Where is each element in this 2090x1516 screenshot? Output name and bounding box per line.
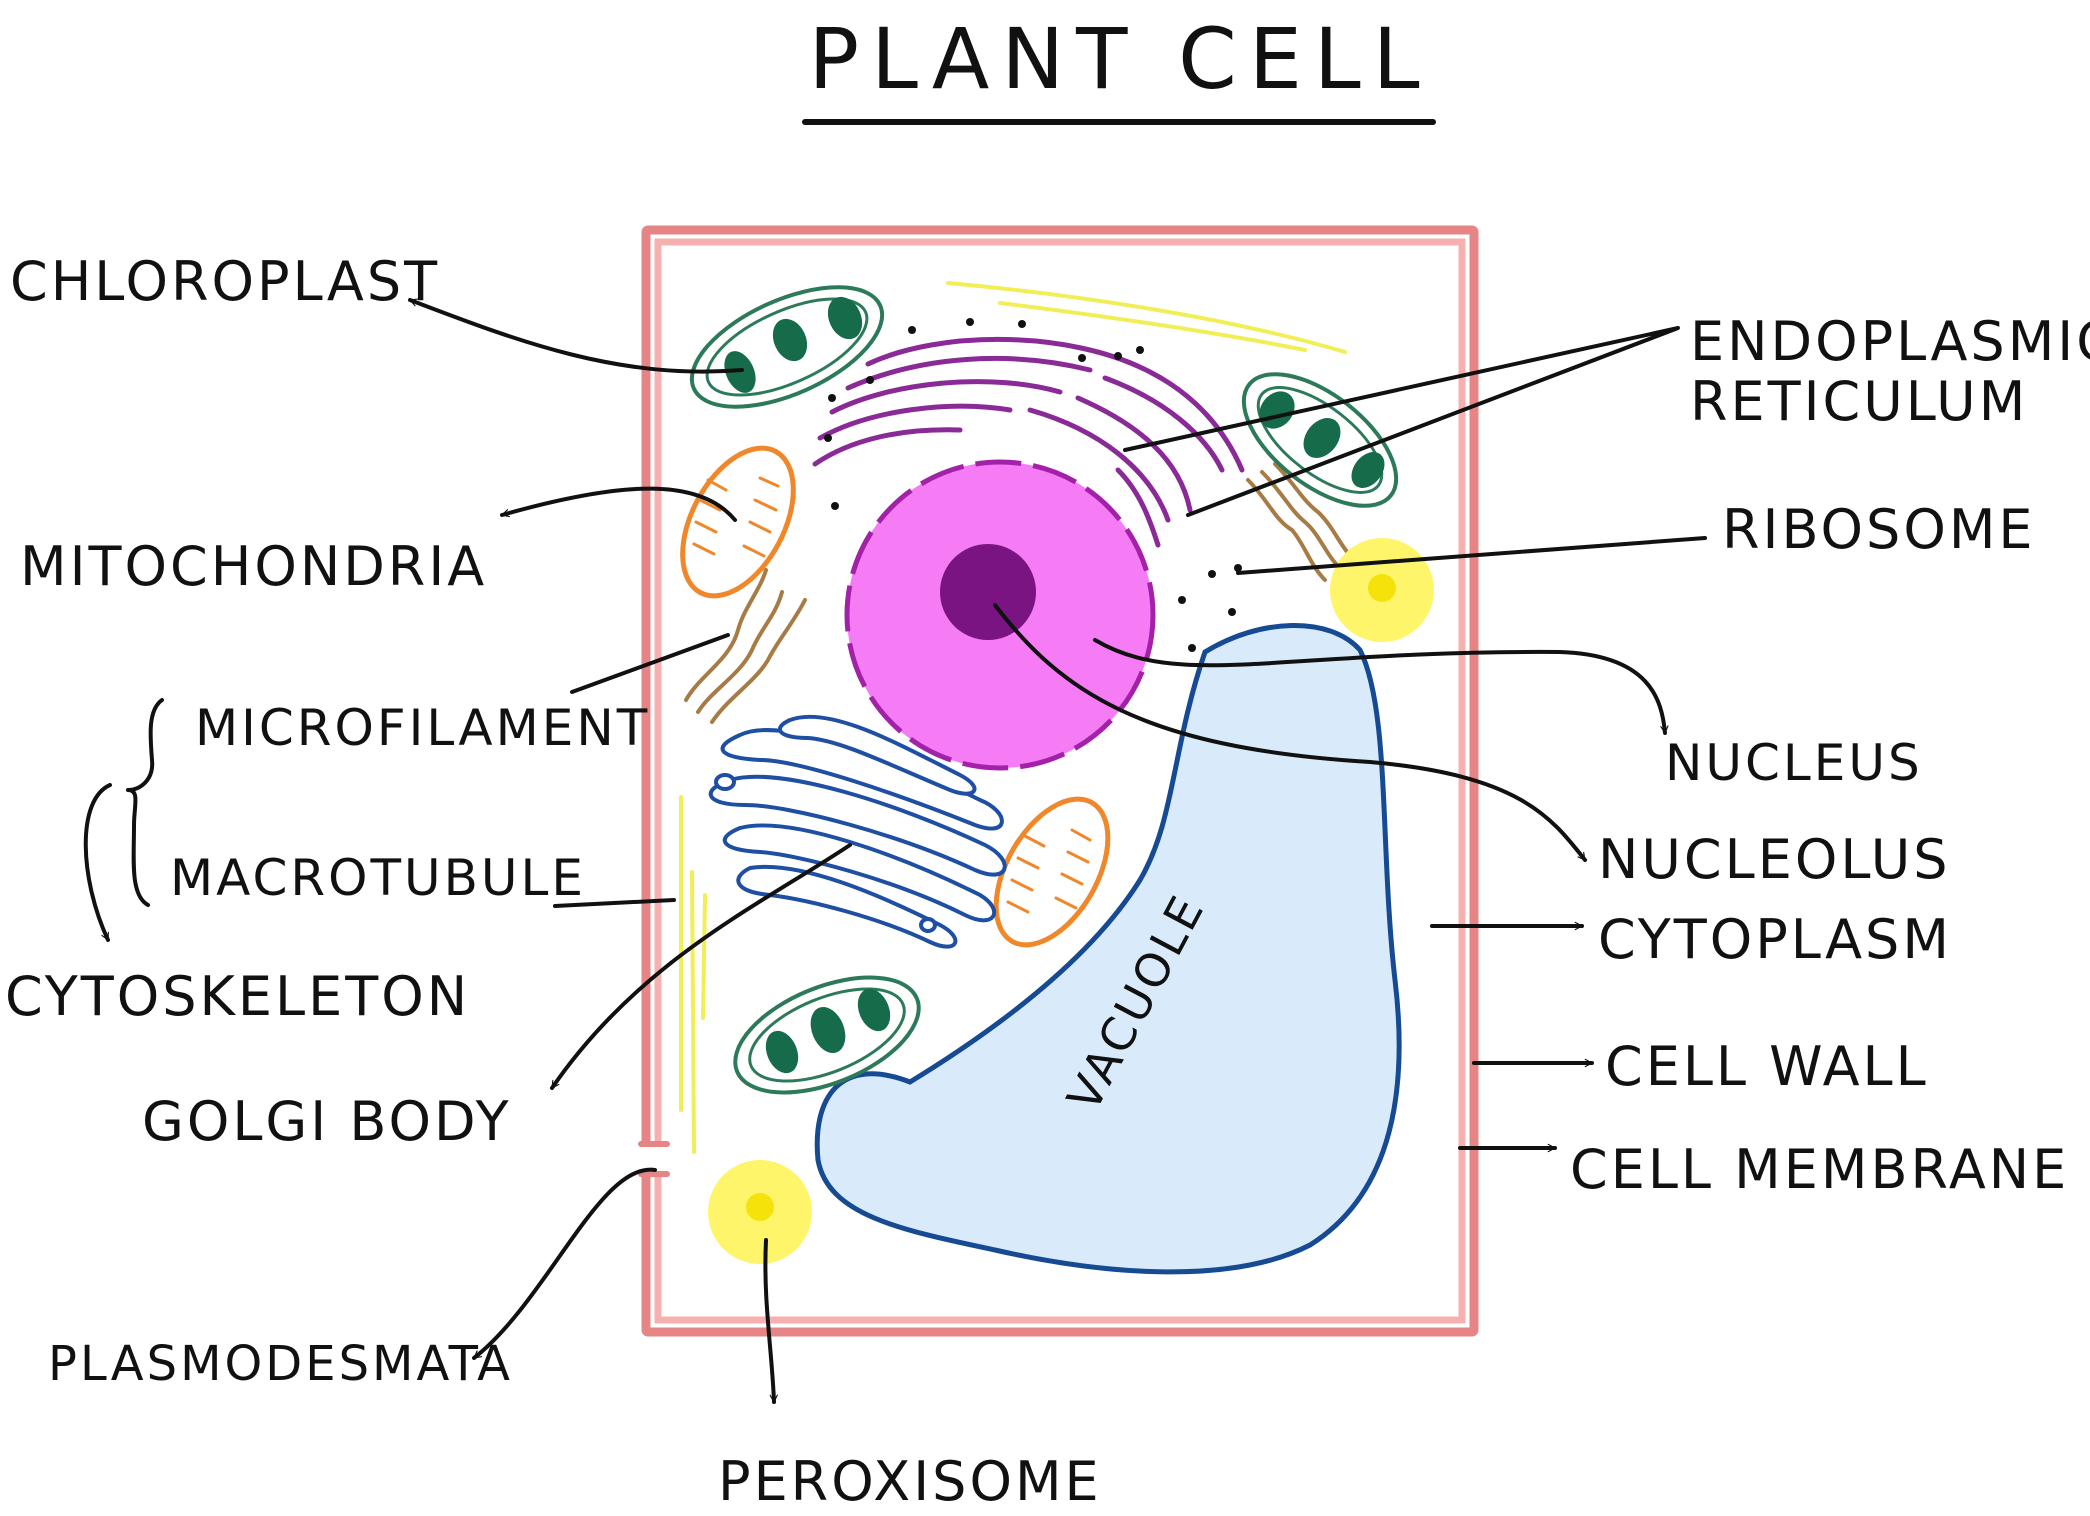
labels: CHLOROPLAST MITOCHONDRIA MICROFILAMENT M… <box>5 250 2090 1513</box>
cell-membrane <box>654 238 1466 1324</box>
mitochondrion-left <box>680 445 796 599</box>
er-label-line1: ENDOPLASMIC <box>1690 310 2090 373</box>
endoplasmic-reticulum <box>812 337 1245 548</box>
peroxisome-label: PEROXISOME <box>718 1450 1102 1513</box>
microfilaments <box>684 462 1354 724</box>
plasmodesmata-label: PLASMODESMATA <box>48 1336 513 1392</box>
nucleus <box>844 459 1156 771</box>
nucleus-label: NUCLEUS <box>1665 734 1923 792</box>
cristae <box>1006 828 1092 914</box>
nucleolus <box>940 544 1036 640</box>
cell-membrane-label: CELL MEMBRANE <box>1570 1138 2069 1201</box>
cell-wall-label: CELL WALL <box>1605 1035 1929 1098</box>
ribosomes <box>824 318 1242 652</box>
pointer-lines <box>408 298 1707 1404</box>
cytoskeleton-label: CYTOSKELETON <box>5 965 470 1028</box>
golgi-body <box>708 714 1007 949</box>
cristae <box>692 476 780 558</box>
er-label-line2: RETICULUM <box>1690 370 2028 433</box>
macrotubule-label: MACROTUBULE <box>170 849 586 907</box>
thylakoids <box>765 988 891 1074</box>
mitochondria-label: MITOCHONDRIA <box>20 535 487 598</box>
page-title: PLANT CELL <box>808 10 1431 108</box>
mitochondrion-right <box>993 796 1111 948</box>
thylakoids <box>724 296 863 393</box>
peroxisome-right <box>1330 538 1434 642</box>
chloroplast-bottom <box>733 975 921 1095</box>
cytoskeleton-bracket <box>83 698 164 942</box>
nucleolus-label: NUCLEOLUS <box>1598 828 1951 891</box>
chloroplast-top-left <box>689 285 885 409</box>
cytoplasm-label: CYTOPLASM <box>1598 908 1952 971</box>
peroxisome-bottom <box>708 1160 812 1264</box>
ribosome-label: RIBOSOME <box>1722 498 2036 561</box>
golgi-body-label: GOLGI BODY <box>142 1090 512 1153</box>
chloroplast-label: CHLOROPLAST <box>10 250 440 313</box>
microfilament-label: MICROFILAMENT <box>195 699 650 757</box>
